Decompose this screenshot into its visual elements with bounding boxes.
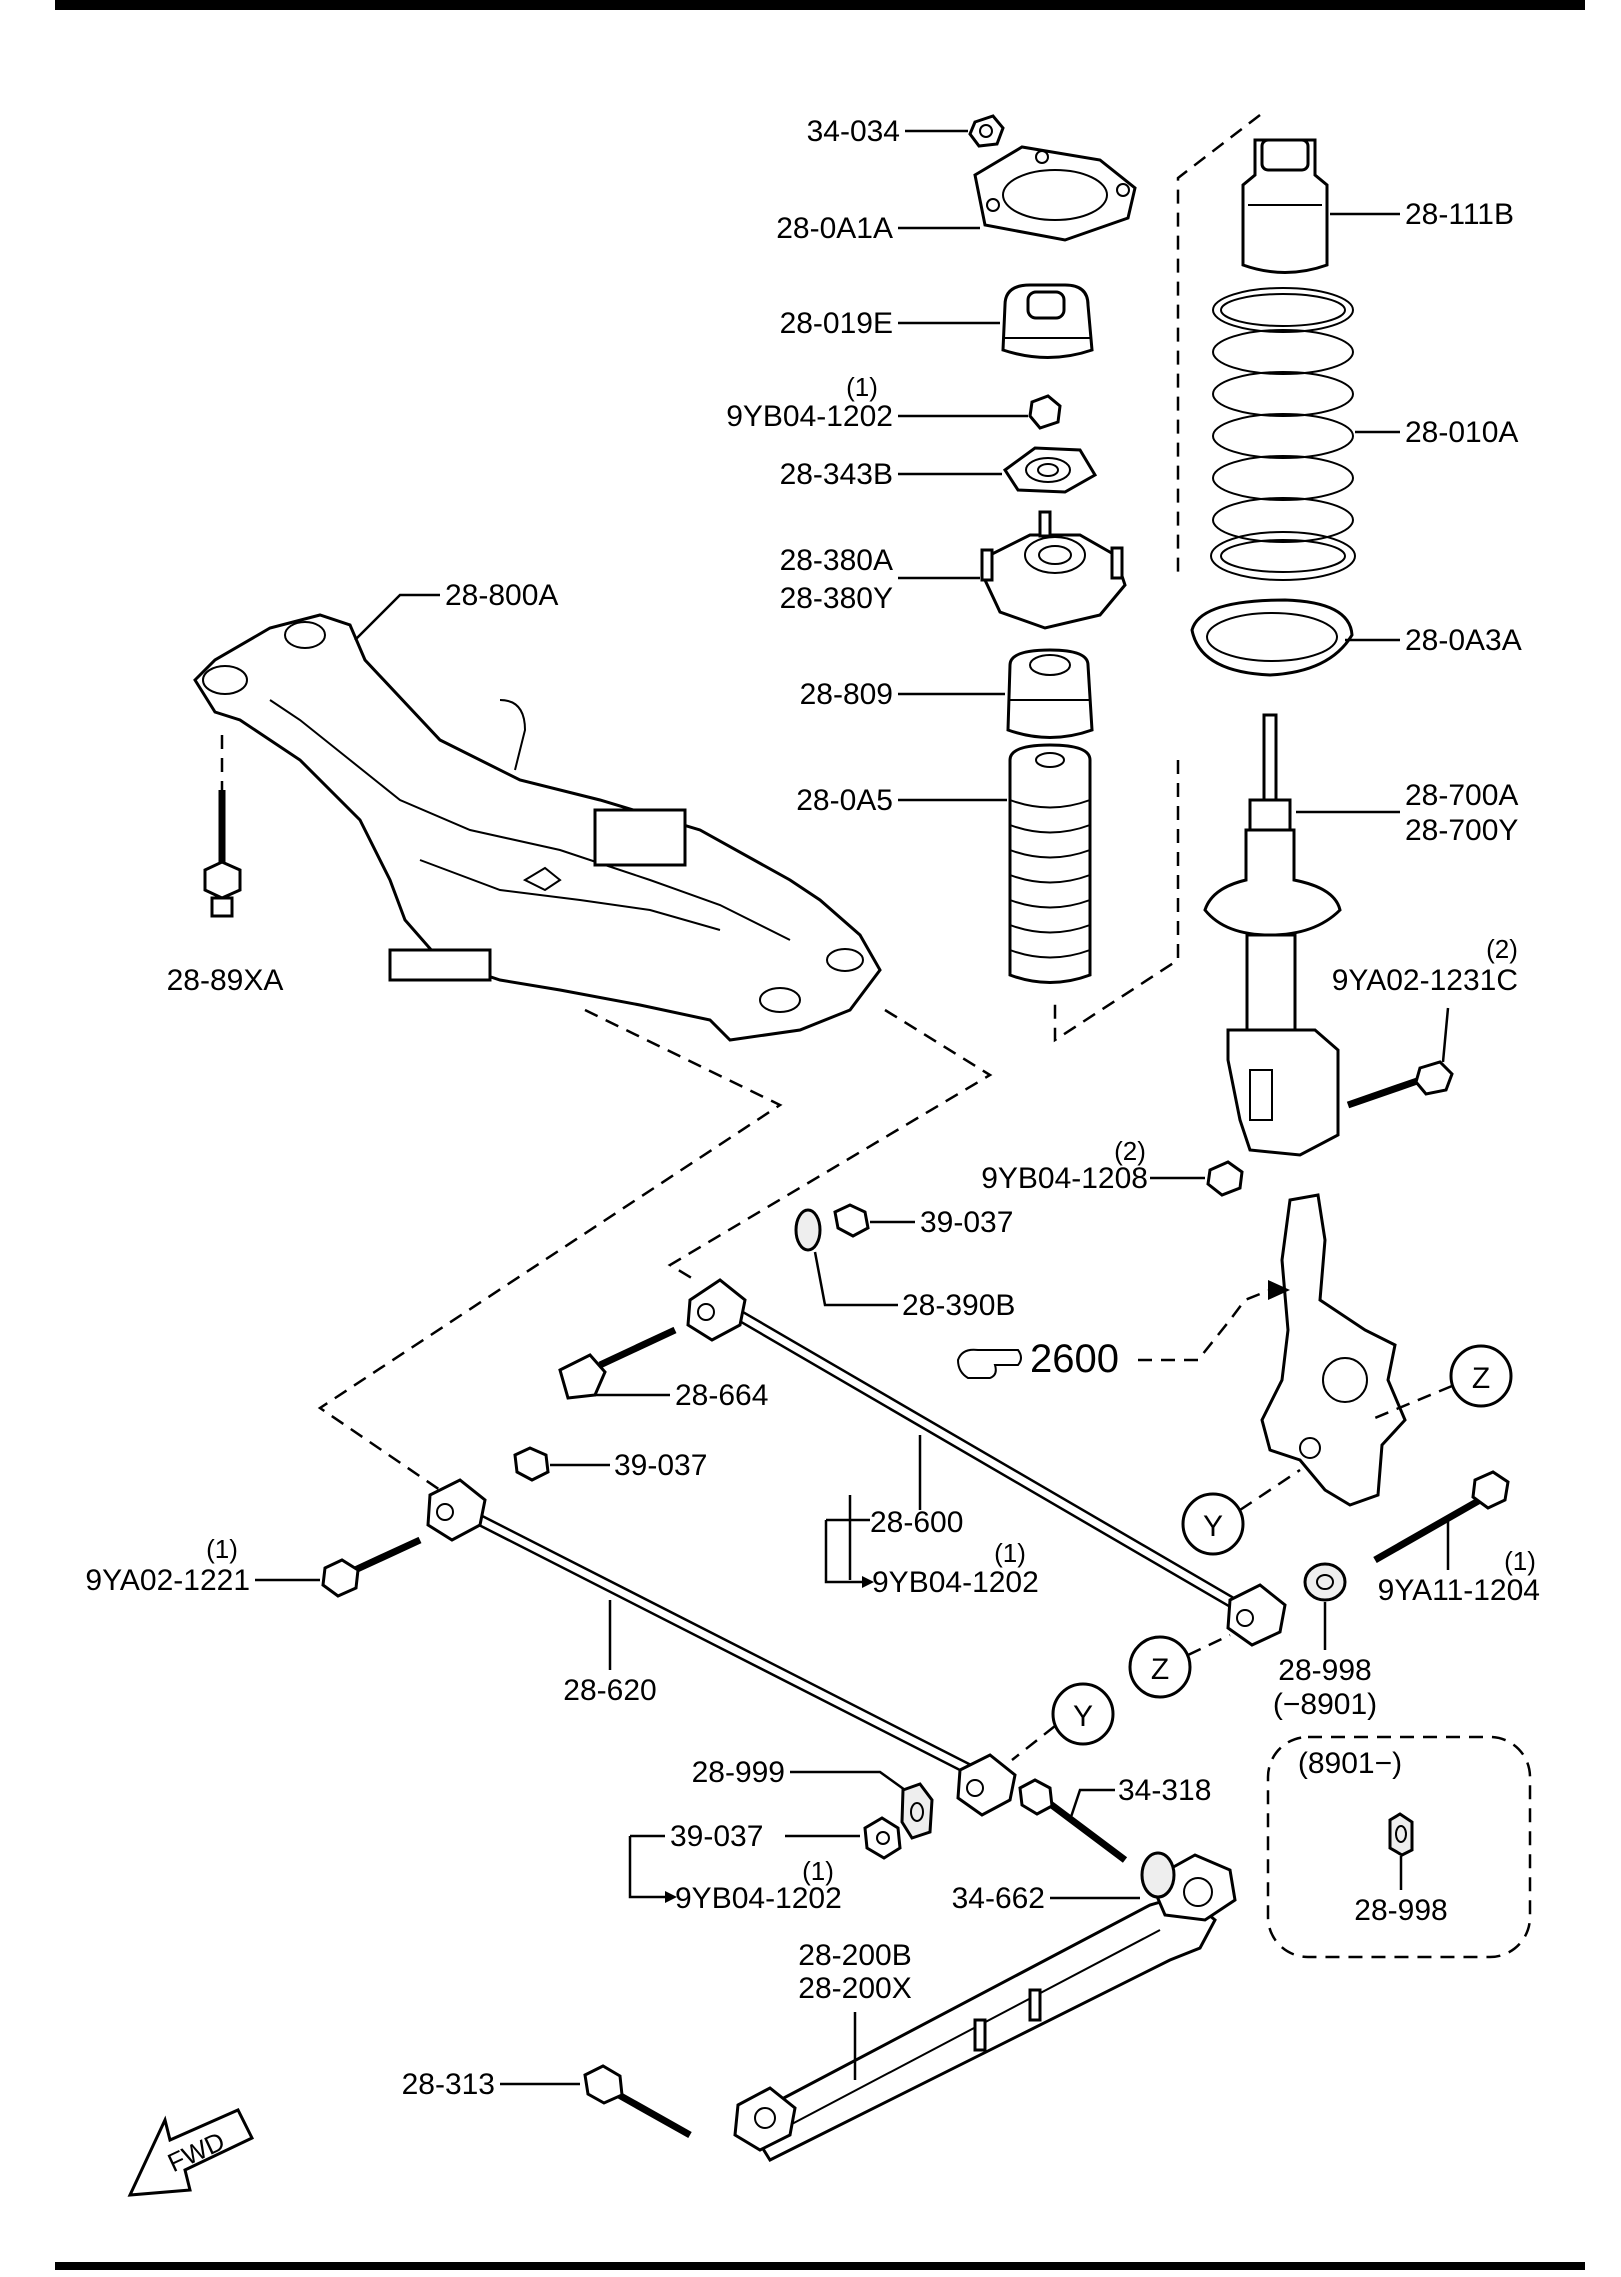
label-28-700A: 28-700A xyxy=(1405,779,1518,812)
bottom-border xyxy=(55,2262,1585,2270)
label-28-313: 28-313 xyxy=(402,2068,495,2101)
marker-z-a: Z xyxy=(1472,1362,1490,1395)
label-28-0A3A: 28-0A3A xyxy=(1405,624,1522,657)
label-28-010A: 28-010A xyxy=(1405,416,1518,449)
label-39-037-b: 39-037 xyxy=(614,1449,707,1482)
marker-z-b: Z xyxy=(1151,1653,1169,1686)
hand-pointer-icon xyxy=(956,1348,1022,1379)
nut-9YB04-1208 xyxy=(1206,1160,1244,1197)
label-9YB04-1202-b: 9YB04-1202 xyxy=(872,1566,1039,1599)
variant-box xyxy=(1266,1735,1532,1959)
label-34-662: 34-662 xyxy=(952,1882,1045,1915)
label-28-998-range: (−8901) xyxy=(1273,1688,1377,1721)
dust-boot-28-0A5 xyxy=(1008,743,1092,984)
marker-y-b: Y xyxy=(1073,1700,1093,1733)
label-28-600: 28-600 xyxy=(870,1506,963,1539)
label-28-998: 28-998 xyxy=(1278,1654,1371,1687)
rubber-seat-28-019E xyxy=(1001,283,1094,359)
label-39-037-c: 39-037 xyxy=(670,1820,763,1853)
label-8901-range: (8901−) xyxy=(1298,1747,1402,1780)
label-28-0A1A: 28-0A1A xyxy=(776,212,893,245)
label-39-037-a: 39-037 xyxy=(920,1206,1013,1239)
bolt-28-664 xyxy=(558,1326,677,1400)
label-28-89XA: 28-89XA xyxy=(167,964,284,997)
fwd-arrow-icon xyxy=(127,2108,255,2197)
label-28-999: 28-999 xyxy=(692,1756,785,1789)
mount-plate-28-0A1A xyxy=(973,145,1137,242)
label-28-664: 28-664 xyxy=(675,1379,768,1412)
bolt-9YA11-1204 xyxy=(1373,1470,1510,1564)
qty-9YB04-1202-c: (1) xyxy=(802,1856,834,1886)
bushing-34-662 xyxy=(1140,1851,1176,1899)
coil-spring-28-010A xyxy=(1210,287,1356,581)
label-9YA11-1204: 9YA11-1204 xyxy=(1378,1574,1540,1607)
label-28-343B: 28-343B xyxy=(780,458,893,491)
bump-stop-28-111B xyxy=(1241,138,1329,274)
label-34-034: 34-034 xyxy=(807,115,900,148)
label-28-800A: 28-800A xyxy=(445,579,558,612)
bearing-28-343B xyxy=(1002,446,1098,494)
qty-9YA02-1231C: (2) xyxy=(1486,934,1518,964)
label-9YB04-1202-c: 9YB04-1202 xyxy=(675,1882,842,1915)
top-border xyxy=(55,0,1585,10)
strut-mount-28-380A xyxy=(980,510,1127,630)
bolt-34-318 xyxy=(1018,1778,1128,1863)
qty-9YB04-1202-b: (1) xyxy=(994,1538,1026,1568)
label-28-0A5: 28-0A5 xyxy=(796,784,893,817)
shock-absorber-28-700A xyxy=(1203,713,1342,1157)
nut-9YB04-1202 xyxy=(1028,394,1062,430)
plate-28-999 xyxy=(900,1782,934,1840)
label-28-390B: 28-390B xyxy=(902,1289,1015,1322)
label-28-200B: 28-200B xyxy=(798,1939,911,1972)
bolt-9YA02-1221 xyxy=(321,1536,422,1598)
label-9YA02-1231C: 9YA02-1231C xyxy=(1332,964,1518,997)
label-9YA02-1221: 9YA02-1221 xyxy=(85,1564,250,1597)
bolt-28-89XA xyxy=(203,790,242,918)
marker-y-a: Y xyxy=(1203,1510,1223,1543)
lateral-arm-28-620 xyxy=(426,1478,1017,1817)
label-28-200X: 28-200X xyxy=(798,1972,911,2005)
spring-seat-28-0A3A xyxy=(1190,598,1354,677)
label-28-620: 28-620 xyxy=(563,1674,656,1707)
rubber-28-809 xyxy=(1006,648,1094,739)
label-28-380Y: 28-380Y xyxy=(780,582,893,615)
lateral-arm-28-600 xyxy=(686,1278,1287,1647)
washer-28-390B xyxy=(794,1208,822,1252)
label-28-700Y: 28-700Y xyxy=(1405,814,1518,847)
qty-9YA02-1221: (1) xyxy=(206,1534,238,1564)
knuckle-2600 xyxy=(1260,1193,1407,1507)
label-34-318: 34-318 xyxy=(1118,1774,1211,1807)
label-9YB04-1202-a: 9YB04-1202 xyxy=(726,400,893,433)
label-2600: 2600 xyxy=(1030,1337,1119,1381)
bolt-28-313 xyxy=(583,2064,692,2139)
qty-9YB04-1208: (2) xyxy=(1114,1136,1146,1166)
label-28-111B: 28-111B xyxy=(1405,198,1514,231)
nut-39-037-c xyxy=(863,1816,902,1860)
label-28-019E: 28-019E xyxy=(780,307,893,340)
qty-9YB04-1202-a: (1) xyxy=(846,372,878,402)
label-9YB04-1208: 9YB04-1208 xyxy=(981,1162,1148,1195)
nut-39-037-b xyxy=(513,1446,550,1482)
label-28-809: 28-809 xyxy=(800,678,893,711)
bolt-9YA02-1231C xyxy=(1346,1060,1454,1109)
qty-9YA11-1204: (1) xyxy=(1504,1546,1536,1576)
washer-28-998 xyxy=(1303,1562,1347,1602)
label-28-380A: 28-380A xyxy=(780,544,893,577)
nut-34-034 xyxy=(968,114,1005,148)
washer-28-998-b xyxy=(1388,1812,1414,1857)
nut-39-037-a xyxy=(833,1203,870,1238)
crossmember-28-800A xyxy=(193,613,882,1042)
label-28-998-b: 28-998 xyxy=(1354,1894,1447,1927)
